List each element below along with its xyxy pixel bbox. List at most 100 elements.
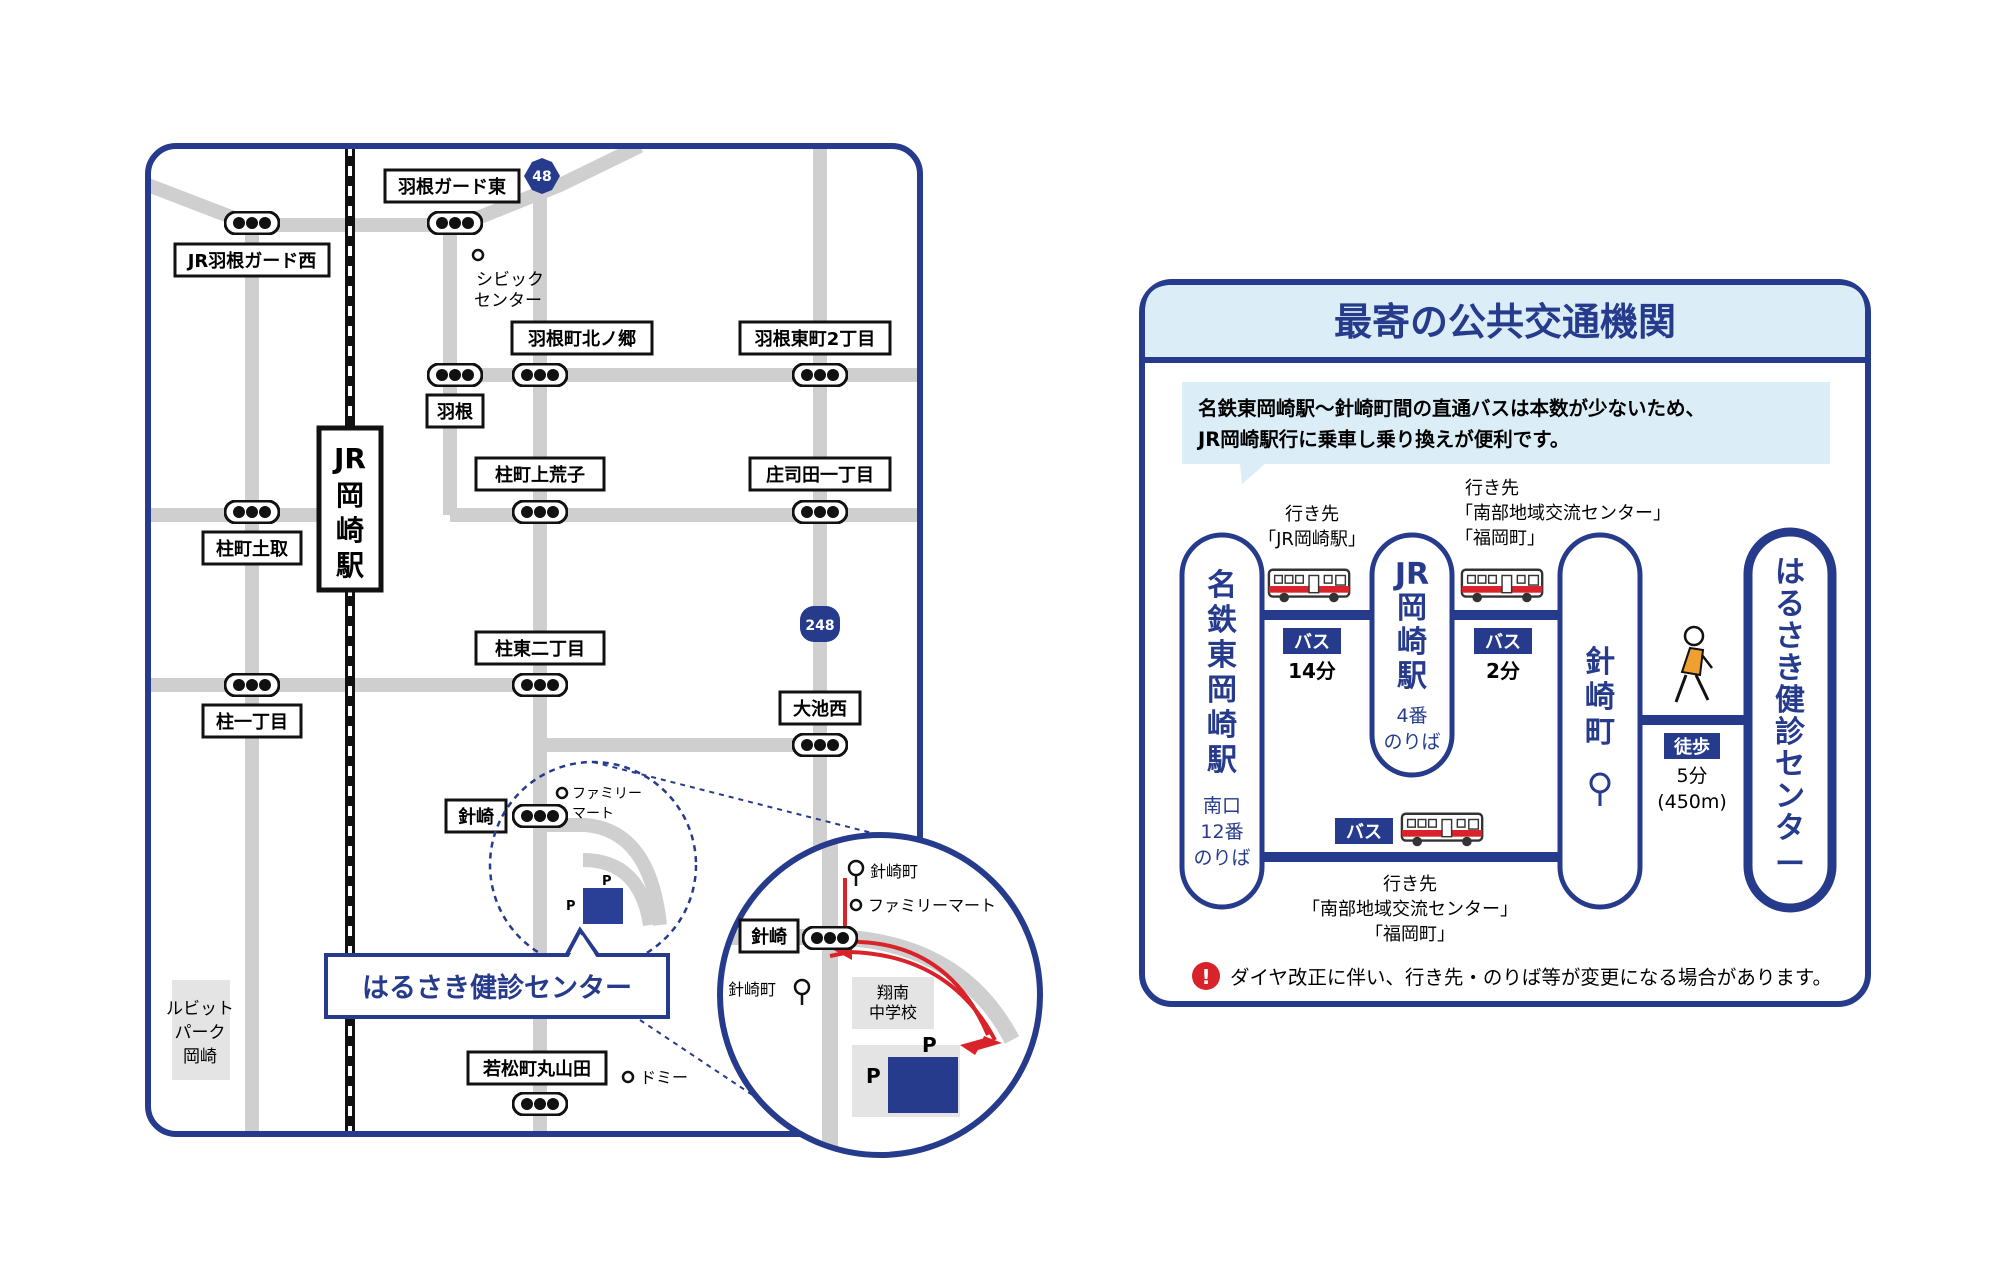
svg-text:駅: 駅: [1397, 659, 1427, 694]
svg-text:岡: 岡: [336, 479, 364, 512]
svg-text:大池西: 大池西: [793, 698, 847, 720]
svg-text:!: !: [1201, 965, 1210, 989]
parking-mark: P: [602, 874, 612, 889]
svg-text:5分: 5分: [1676, 765, 1707, 787]
landmark-domy: ドミー: [621, 1068, 688, 1087]
svg-text:ダイヤ改正に伴い、行き先・のりば等が変更になる場合があります: ダイヤ改正に伴い、行き先・のりば等が変更になる場合があります。: [1230, 966, 1832, 989]
svg-text:健: 健: [1775, 683, 1805, 718]
svg-text:行き先: 行き先: [1285, 504, 1339, 525]
landmark-civic-center: シビック センター: [471, 248, 544, 311]
svg-text:さ: さ: [1775, 619, 1805, 654]
svg-text:48: 48: [532, 169, 551, 185]
svg-text:羽根: 羽根: [437, 401, 473, 423]
intersection-labels: 羽根ガード東 JR羽根ガード西 羽根町北ノ郷 羽根東町2丁目 羽根 柱町上荒子 …: [173, 168, 892, 1086]
svg-text:名鉄東岡崎駅〜針崎町間の直通バスは本数が少ないため、: 名鉄東岡崎駅〜針崎町間の直通バスは本数が少ないため、: [1198, 397, 1705, 420]
svg-text:ファミリーマート: ファミリーマート: [868, 896, 996, 915]
svg-text:若松町丸山田: 若松町丸山田: [482, 1058, 591, 1080]
rubit-park-area: [172, 980, 230, 1080]
svg-text:中学校: 中学校: [869, 1003, 917, 1022]
svg-text:岡崎: 岡崎: [183, 1047, 217, 1067]
svg-text:針崎: 針崎: [458, 806, 494, 828]
parking-mark-2: P: [566, 899, 576, 914]
svg-text:行き先: 行き先: [1465, 478, 1519, 499]
svg-text:針崎町: 針崎町: [728, 980, 776, 999]
svg-text:針崎: 針崎: [751, 926, 787, 948]
bus-icon: [1460, 568, 1544, 604]
label-harisaki: 針崎: [444, 798, 508, 834]
stop-jr-okazaki: JR 岡 崎 駅 4番 のりば: [1369, 532, 1455, 778]
alert-icon: [1192, 962, 1220, 990]
label-hane-higashi-2: 羽根東町2丁目: [738, 320, 892, 356]
svg-text:シビック: シビック: [476, 270, 544, 290]
label-shojida-1: 庄司田一丁目: [748, 456, 892, 492]
svg-text:248: 248: [805, 618, 834, 634]
svg-text:タ: タ: [1775, 811, 1805, 846]
svg-text:行き先: 行き先: [1383, 874, 1437, 895]
transit-notice: 名鉄東岡崎駅〜針崎町間の直通バスは本数が少ないため、 JR岡崎駅行に乗車し乗り換…: [1182, 382, 1830, 484]
landmark-rubit-park: ルビット パーク 岡崎: [166, 999, 234, 1067]
svg-text:バス: バス: [1485, 632, 1521, 653]
leg-jr-to-harisaki: 行き先 「南部地域交流センター」 「福岡町」 バス 2分: [1455, 478, 1671, 683]
label-hane: 羽根: [425, 393, 485, 429]
svg-text:センター: センター: [474, 291, 542, 311]
svg-text:東: 東: [1207, 638, 1237, 673]
svg-text:JR岡崎駅行に乗車し乗り換えが便利です。: JR岡崎駅行に乗車し乗り換えが便利です。: [1196, 428, 1569, 451]
stop-harisaki-cho: 針 崎 町: [1557, 532, 1643, 910]
svg-text:南口: 南口: [1203, 795, 1241, 817]
route-248-badge: 248: [800, 606, 840, 642]
svg-text:「南部地域交流センター」: 「南部地域交流センター」: [1455, 503, 1671, 524]
bus-icon: [1400, 812, 1484, 848]
svg-text:き: き: [1775, 651, 1805, 686]
svg-text:JR羽根ガード西: JR羽根ガード西: [186, 250, 317, 272]
svg-text:針崎町: 針崎町: [870, 862, 918, 881]
label-hanecho-kitanogo: 羽根町北ノ郷: [510, 320, 654, 356]
route-48-badge: 48: [524, 158, 560, 194]
svg-text:ドミー: ドミー: [640, 1068, 688, 1087]
landmark-family-mart: ファミリー マート: [555, 786, 642, 822]
inset-bus-stop-icon-2: [793, 978, 811, 1005]
inset-zoom-map: 針崎町 ファミリーマート 針崎 針崎町 翔南 中学校 P P: [717, 832, 1043, 1158]
transit-title: 最寄の公共交通機関: [1334, 300, 1676, 344]
svg-text:針: 針: [1585, 645, 1615, 680]
svg-text:柱町上荒子: 柱町上荒子: [495, 464, 585, 486]
svg-text:駅: 駅: [1207, 743, 1237, 778]
svg-text:ルビット: ルビット: [166, 999, 234, 1019]
leg-meitetsu-to-harisaki-direct: バス 行き先 「南部地域交流センター」 「福岡町」: [1302, 812, 1518, 945]
svg-text:セ: セ: [1775, 747, 1805, 782]
label-oike-nishi: 大池西: [778, 690, 862, 726]
label-hashira-higashi-2: 柱東二丁目: [474, 630, 606, 666]
bus-icon: [1267, 568, 1351, 604]
svg-text:パーク: パーク: [175, 1023, 226, 1043]
svg-text:JR: JR: [332, 442, 366, 475]
svg-text:(450m): (450m): [1657, 791, 1727, 813]
bus-stop-icon: [1589, 772, 1611, 806]
svg-text:「南部地域交流センター」: 「南部地域交流センター」: [1302, 899, 1518, 920]
svg-text:はるさき健診センター: はるさき健診センター: [362, 972, 632, 1004]
svg-text:崎: 崎: [1397, 625, 1427, 660]
svg-text:バス: バス: [1346, 822, 1382, 843]
svg-text:14分: 14分: [1288, 659, 1336, 683]
svg-text:は: は: [1775, 555, 1805, 590]
svg-text:4番: 4番: [1396, 705, 1427, 727]
schedule-change-footnote: ! ダイヤ改正に伴い、行き先・のりば等が変更になる場合があります。: [1192, 962, 1832, 990]
label-jr-hane-guard-nishi: JR羽根ガード西: [173, 242, 331, 278]
svg-text:鉄: 鉄: [1207, 603, 1237, 638]
svg-text:駅: 駅: [336, 549, 364, 582]
label-hashiramachi-dotori: 柱町土取: [201, 530, 303, 566]
svg-text:バス: バス: [1294, 632, 1330, 653]
svg-text:ー: ー: [1775, 847, 1805, 882]
stop-meitetsu-higashi-okazaki: 名 鉄 東 岡 崎 駅 南口 12番 のりば: [1179, 532, 1265, 910]
svg-text:る: る: [1775, 587, 1805, 622]
walking-person-icon: [1674, 625, 1713, 703]
svg-text:2分: 2分: [1486, 659, 1520, 683]
leg-walk: 徒歩 5分 (450m): [1657, 625, 1727, 813]
svg-text:ン: ン: [1775, 779, 1805, 814]
destination-callout: はるさき健診センター: [324, 926, 670, 1019]
svg-text:12番: 12番: [1200, 821, 1243, 843]
svg-text:岡: 岡: [1397, 591, 1427, 626]
svg-text:ファミリー: ファミリー: [572, 786, 642, 802]
svg-text:「福岡町」: 「福岡町」: [1365, 924, 1455, 945]
svg-text:徒歩: 徒歩: [1673, 736, 1710, 758]
svg-text:庄司田一丁目: 庄司田一丁目: [766, 464, 874, 486]
svg-text:診: 診: [1775, 715, 1806, 750]
